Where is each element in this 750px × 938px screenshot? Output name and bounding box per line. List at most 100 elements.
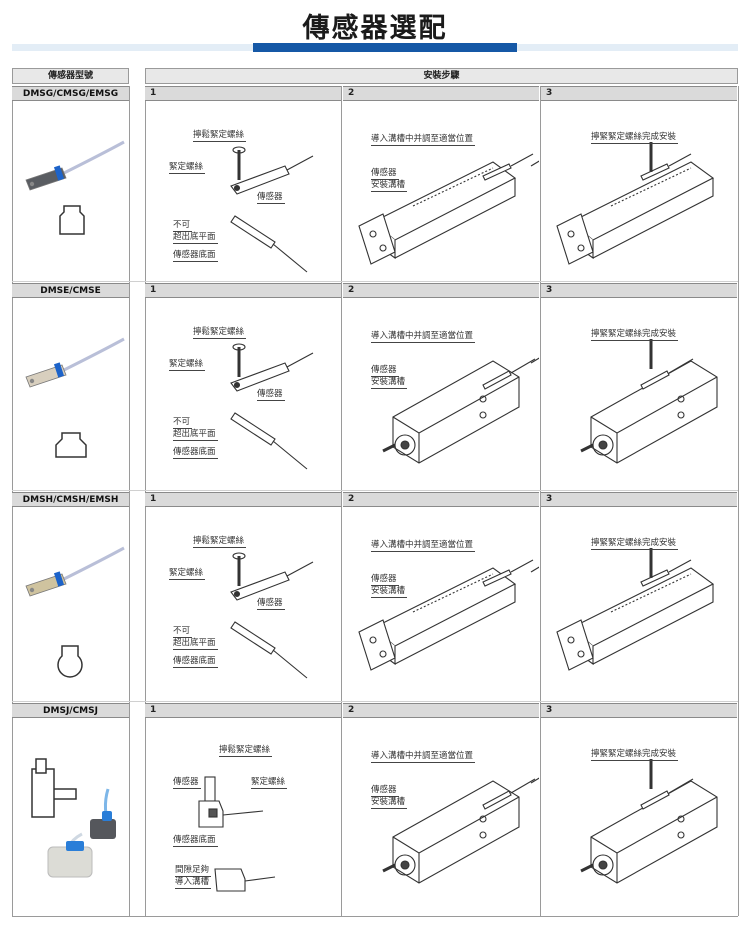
header-install-steps: 安裝步驟 [145, 68, 738, 84]
screw-icon [29, 378, 35, 384]
end-plate [358, 619, 396, 671]
sensor-model-label: DMSE/CMSE [12, 283, 129, 298]
mount-slot [610, 573, 692, 613]
screwdriver-icon [204, 776, 216, 802]
port-icon [677, 831, 685, 839]
sensor-photo-group [31, 758, 116, 878]
header-sensor-model: 傳感器型號 [12, 68, 129, 84]
sensor-cable [668, 778, 694, 794]
screw-icon [233, 590, 241, 598]
sensor-cable [272, 243, 308, 273]
callout-label: 傳感器 [371, 365, 399, 377]
sensor-in-slot [482, 569, 512, 587]
step-header: 1 [145, 492, 341, 507]
sensor-cable [510, 358, 536, 374]
screwdriver-icon [232, 343, 246, 351]
port-icon [379, 244, 387, 252]
sensor-in-slot [482, 163, 512, 181]
step-2-illustration [343, 719, 539, 907]
cylinder-illustration [556, 548, 715, 671]
sensor-model-label: DMSH/CMSH/EMSH [12, 492, 129, 507]
step-drawing [358, 153, 539, 265]
nut-icon [598, 440, 608, 450]
sensor-photo-svg [31, 758, 116, 878]
step-header: 1 [145, 703, 341, 718]
cylinder-body [569, 567, 715, 647]
callout-label: 導入溝槽中并調至適當位置 [371, 751, 476, 763]
cylinder-body [592, 178, 714, 259]
step-drawing [198, 776, 276, 892]
sensor-photo [12, 508, 129, 698]
step-number: 1 [150, 494, 157, 504]
screwdriver-icon [232, 552, 246, 560]
insert-arrow-icon [530, 357, 539, 364]
callout-label: 傳感器底面 [173, 447, 218, 459]
step-3-illustration [541, 299, 737, 487]
sensor-cable [244, 876, 276, 882]
callout-label: 擰緊緊定螺絲完成安裝 [591, 749, 679, 761]
callout-label: 擰鬆緊定螺絲 [193, 327, 247, 339]
step-header: 2 [343, 703, 539, 718]
callout-label: 安裝溝槽 [371, 797, 408, 809]
end-plate [358, 213, 396, 265]
callout-label: 傳感器 [173, 777, 201, 789]
step-3-illustration [541, 508, 737, 696]
sensor-cable [286, 352, 314, 368]
step-number: 2 [348, 285, 355, 295]
step-drawing [230, 552, 314, 679]
step-header: 2 [343, 86, 539, 101]
sensor-model-label: DMSJ/CMSJ [12, 703, 129, 718]
callout-label: 安裝溝槽 [371, 586, 408, 598]
sensor-body [47, 846, 93, 878]
table-bottom-line [12, 916, 738, 917]
screw-icon [233, 381, 241, 389]
sensor-body-outline [230, 621, 276, 655]
cylinder-body [394, 178, 516, 259]
sensor-body-outline [230, 571, 290, 601]
piston-rod [580, 863, 594, 873]
cylinder-illustration [358, 153, 539, 265]
nut-icon [400, 440, 410, 450]
sensor-outline-icon [31, 768, 55, 818]
step-2-illustration [343, 508, 539, 696]
step-2-illustration [343, 299, 539, 487]
callout-label: 超出底平面 [173, 638, 218, 650]
callout-label: 緊定螺絲 [169, 162, 206, 174]
step-number: 1 [150, 88, 157, 98]
callout-label: 導入溝槽中并調至適當位置 [371, 540, 476, 552]
callout-label: 傳感器底面 [173, 656, 218, 668]
sensor-cable [510, 559, 534, 573]
sensor-body-outline [230, 215, 276, 249]
sensor-cable [61, 546, 125, 582]
step-header: 1 [145, 86, 341, 101]
sensor-photo-group [25, 546, 125, 678]
sensor-body-outline [230, 362, 290, 392]
port-icon [677, 411, 685, 419]
screw-icon [233, 184, 241, 192]
callout-label: 不可 [173, 220, 193, 232]
sensor-body-outline [230, 412, 276, 446]
sensor-body [25, 573, 67, 597]
sensor-cable [222, 810, 264, 816]
row-divider [12, 490, 738, 491]
port-icon [677, 395, 685, 403]
cylinder-illustration [382, 777, 539, 884]
section-shape-icon [59, 205, 85, 235]
callout-label: 傳感器 [371, 785, 399, 797]
column-divider [738, 86, 739, 916]
cylinder-illustration [358, 559, 539, 671]
step-header: 3 [541, 86, 737, 101]
step-drawing [358, 559, 539, 671]
cylinder-body [569, 161, 715, 241]
step-3-illustration [541, 102, 737, 290]
step-drawing [382, 357, 539, 464]
sensor-in-slot [640, 569, 670, 587]
insert-arrow-icon [530, 160, 539, 167]
callout-label: 間隙足夠 [175, 865, 212, 877]
sensor-in-slot [640, 163, 670, 181]
cylinder-illustration [580, 339, 718, 464]
step-number: 3 [546, 494, 553, 504]
step-header: 2 [343, 492, 539, 507]
insert-arrow-icon [530, 777, 539, 784]
sensor-cable [668, 358, 694, 374]
